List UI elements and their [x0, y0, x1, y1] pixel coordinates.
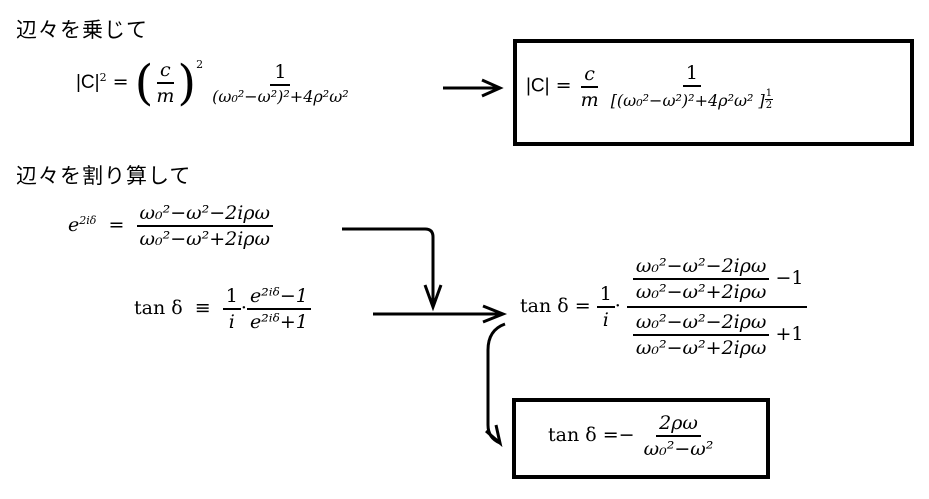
eq5-f1-num: 1 [596, 283, 615, 308]
eq1-equals: = [112, 71, 129, 93]
eq2-den1: m [580, 88, 599, 111]
eq4-f2-den: e²ⁱᵟ+1 [249, 311, 308, 333]
result-box-magnitude [513, 39, 914, 146]
eq5-equals: = [574, 295, 591, 317]
arrow-eq1-to-eq2 [443, 78, 504, 98]
eq3-lhs-exponent: 2iδ [79, 214, 97, 227]
eq1-right-paren: ) [177, 55, 197, 111]
eq4-lhs: tan δ [134, 297, 183, 319]
eq6-num: 2ρω [656, 412, 701, 437]
eq5-lhs: tan δ [520, 295, 569, 317]
eq2-lhs: |C| [526, 75, 550, 97]
eq4-f1-num: 1 [222, 285, 241, 310]
eq6-den: ω₀²−ω² [643, 438, 714, 460]
eq1-lhs: |C| [76, 72, 100, 93]
eq4-equiv: ≡ [194, 297, 211, 319]
eq1-den: (ω₀²−ω²)²+4ρ²ω² [212, 86, 349, 106]
eq6-lhs: tan δ [548, 424, 597, 446]
eq5-f1-den: i [602, 309, 609, 331]
arrow-eq5-to-result [485, 322, 506, 448]
result-box-tan [512, 398, 770, 479]
eq4-f1-den: i [228, 311, 235, 333]
eq1-lhs-exponent: 2 [99, 71, 107, 84]
eq5-bot-num: ω₀²−ω²−2iρω [632, 311, 770, 336]
eq1-num: 1 [270, 61, 291, 86]
eq5-dot: · [614, 295, 621, 317]
eq6-minus: − [618, 424, 635, 446]
eq5-bot-tail: +1 [775, 323, 804, 345]
eq4-f2-num: e²ⁱᵟ−1 [246, 285, 311, 310]
heading-multiply: 辺々を乗じて [16, 18, 148, 42]
eq2-exp-num: 1 [764, 88, 774, 100]
eq1-paren-num: c [157, 59, 174, 84]
eq1-paren-exponent: 2 [196, 58, 204, 71]
eq3-lhs-base: e [68, 214, 80, 236]
heading-divide: 辺々を割り算して [16, 164, 192, 188]
eq5-top-num: ω₀²−ω²−2iρω [632, 255, 770, 280]
eq3-num: ω₀²−ω²−2iρω [136, 202, 274, 227]
eq4-dot: · [240, 297, 247, 319]
eq6-equals: = [602, 424, 619, 446]
eq3-equals: = [108, 214, 125, 236]
eq5-top-tail: −1 [775, 267, 804, 289]
eq1-paren-den: m [156, 85, 175, 107]
eq3-den: ω₀²−ω²+2iρω [139, 228, 271, 250]
arrow-eq3-down [342, 227, 443, 312]
eq2-equals: = [555, 74, 572, 97]
eq5-top-den: ω₀²−ω²+2iρω [635, 281, 767, 303]
eq5-bot-den: ω₀²−ω²+2iρω [635, 337, 767, 359]
arrow-eq4-to-eq5 [373, 304, 508, 324]
eq1-fraction: 1(ω₀²−ω²)²+4ρ²ω² [209, 61, 352, 106]
eq2-den2: [(ω₀²−ω²)²+4ρ²ω² ] [610, 91, 765, 110]
eq1-left-paren: ( [134, 55, 154, 111]
eq2-num1: c [581, 63, 598, 88]
eq2-num2: 1 [682, 62, 701, 87]
eq2-exp-den: 2 [765, 100, 773, 111]
